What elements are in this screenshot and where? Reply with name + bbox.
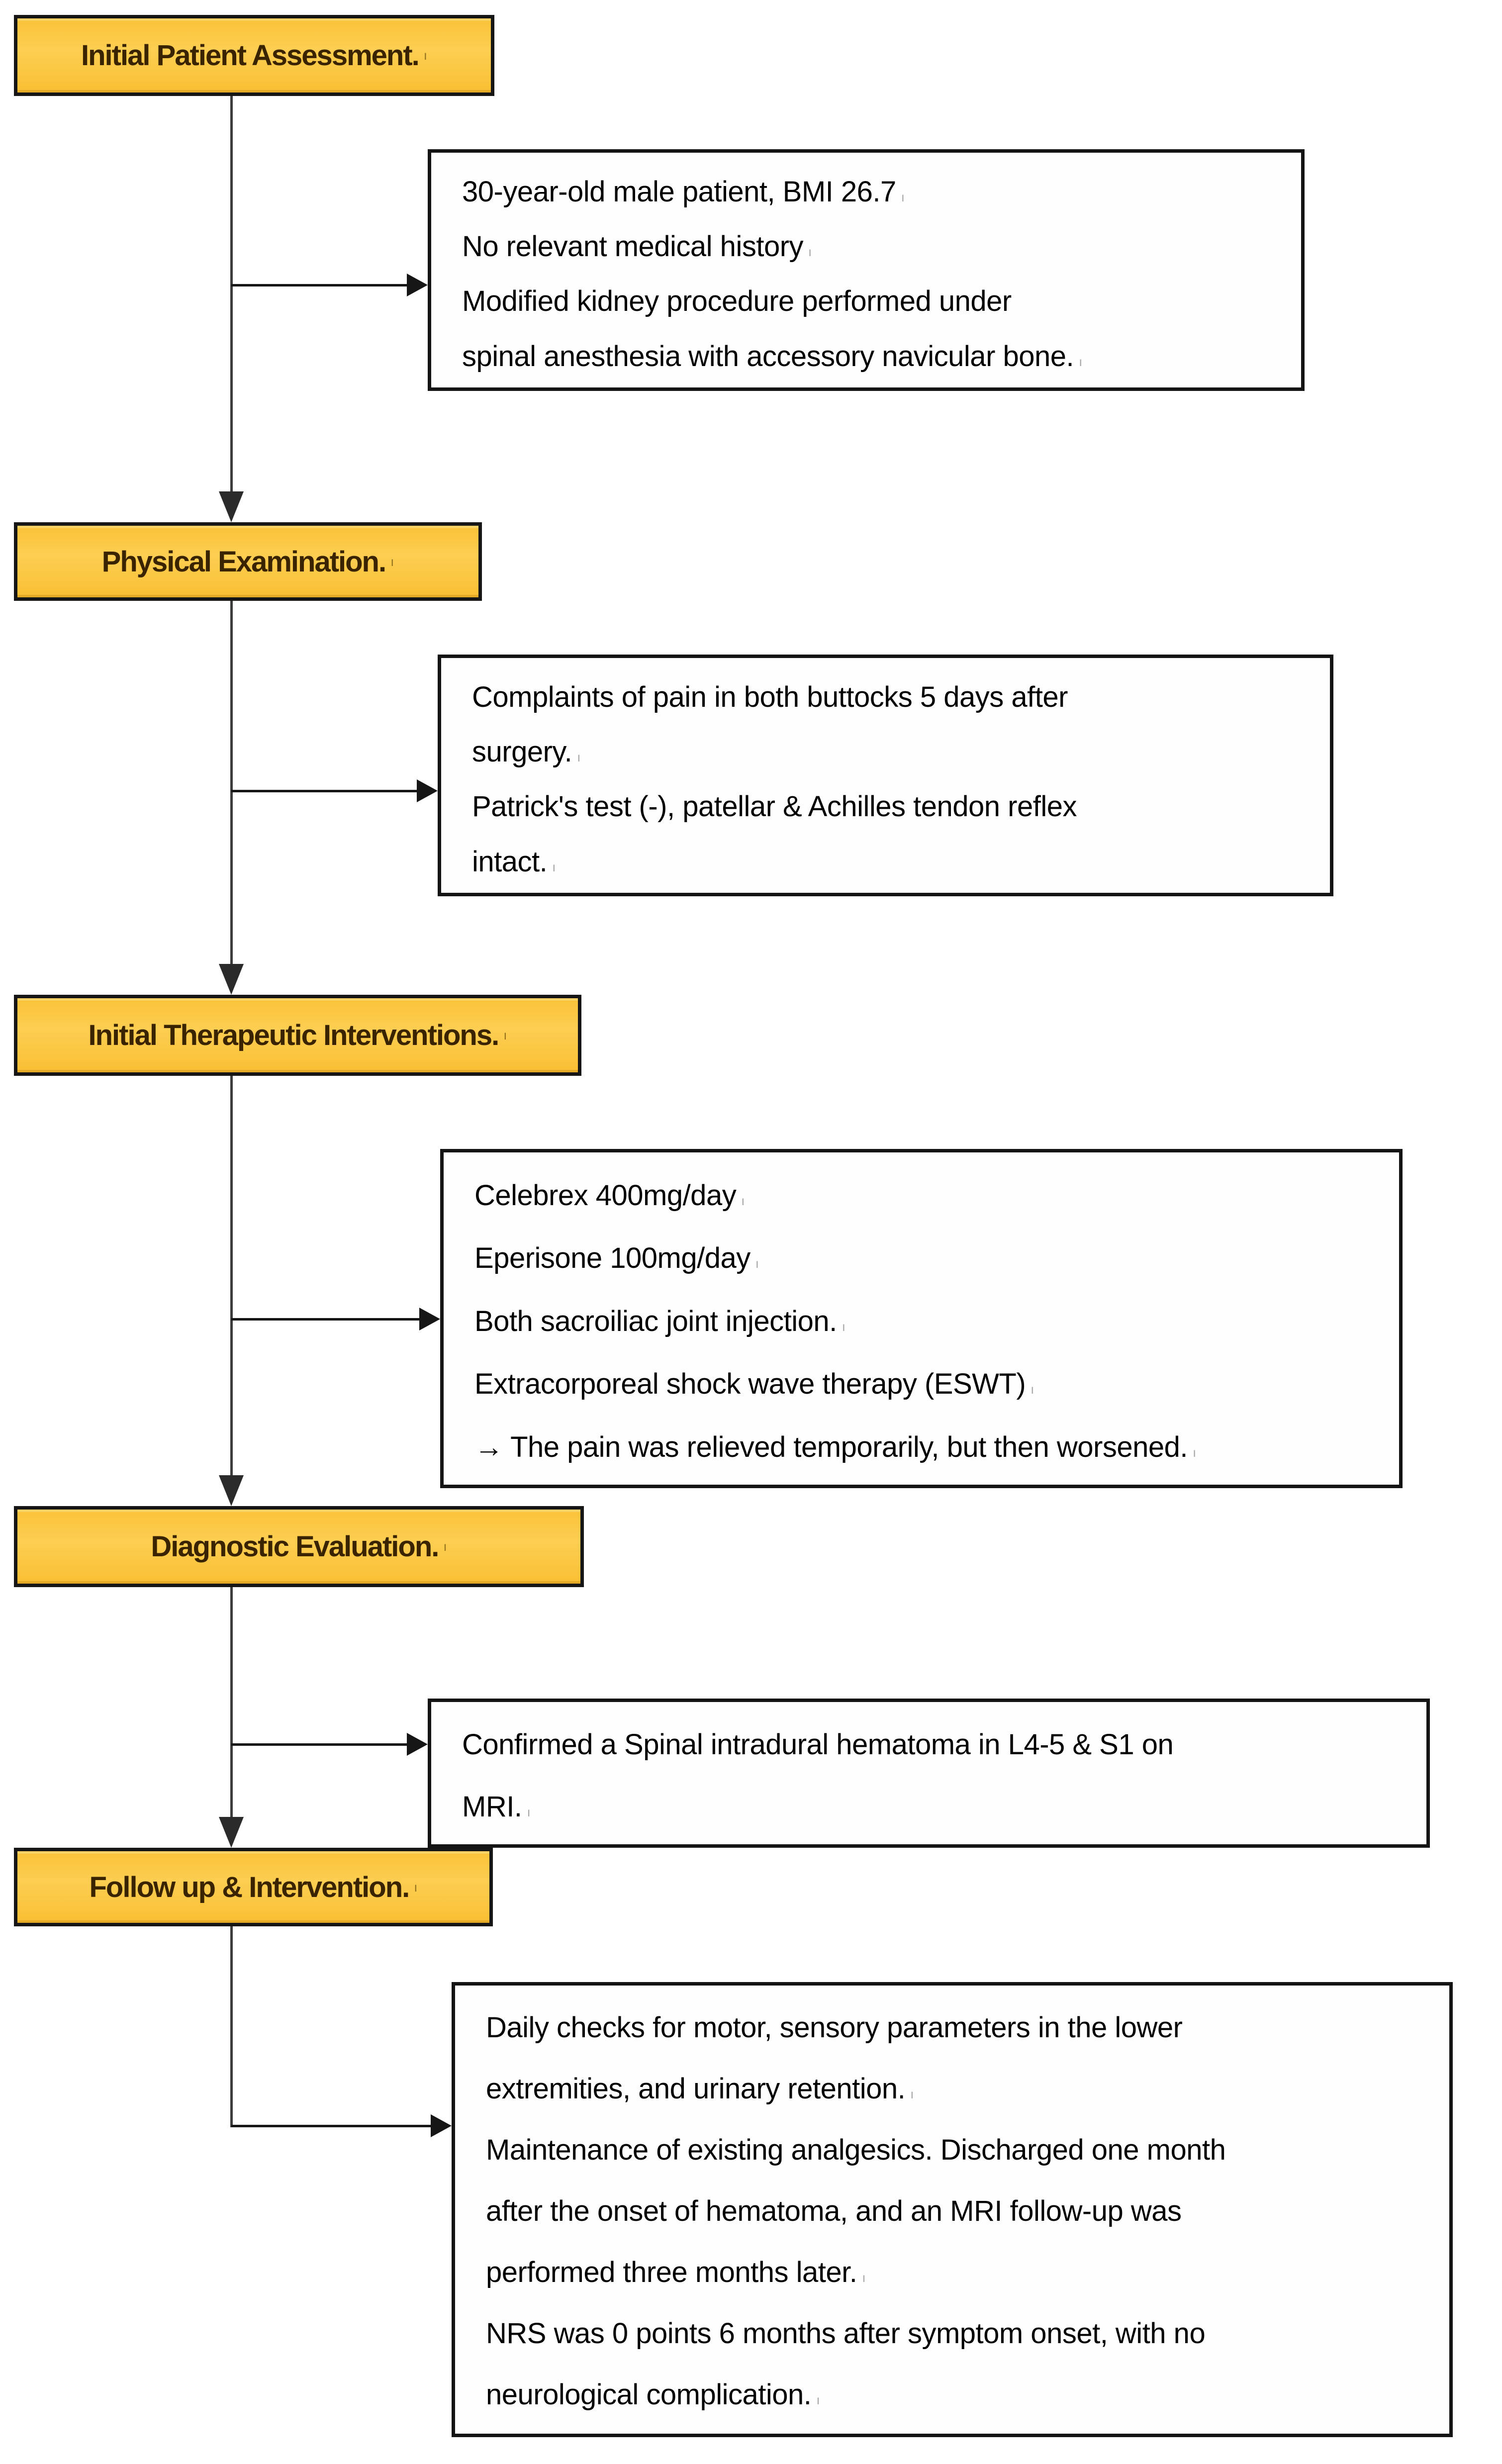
arrowhead-right-2-icon bbox=[417, 779, 438, 802]
paragraph-mark: ı bbox=[414, 1879, 418, 1895]
detail-box-follow-up-and-intervention: Daily checks for motor, sensory paramete… bbox=[452, 1982, 1453, 2437]
connector-hline-1 bbox=[231, 284, 409, 286]
paragraph-mark: ı bbox=[423, 48, 427, 63]
detail-paragraph: → The pain was relieved temporarily, but… bbox=[474, 1430, 1197, 1463]
detail-paragraph: Daily checks for motor, sensory paramete… bbox=[486, 2011, 1183, 2105]
arrowhead-down-4-icon bbox=[219, 1475, 244, 1506]
detail-paragraph: Both sacroiliac joint injection.ı bbox=[474, 1305, 845, 1337]
arrowhead-down-5-icon bbox=[219, 1817, 244, 1848]
detail-paragraph: Patrick's test (-), patellar & Achilles … bbox=[472, 790, 1077, 878]
detail-paragraph: Maintenance of existing analgesics. Disc… bbox=[486, 2133, 1226, 2288]
paragraph-mark: ı bbox=[577, 750, 581, 765]
detail-paragraph: Extracorporeal shock wave therapy (ESWT)… bbox=[474, 1368, 1034, 1401]
detail-paragraph: Complaints of pain in both buttocks 5 da… bbox=[472, 681, 1068, 768]
detail-paragraph: NRS was 0 points 6 months after symptom … bbox=[486, 2317, 1206, 2411]
stage-box-follow-up-and-intervention: Follow up & Intervention.ı bbox=[14, 1848, 493, 1926]
detail-paragraph: Modified kidney procedure performed unde… bbox=[462, 285, 1083, 373]
connector-hline-5 bbox=[231, 2125, 431, 2127]
paragraph-mark: ı bbox=[901, 190, 905, 204]
connector-vline-4 bbox=[230, 1587, 233, 1817]
paragraph-mark: ı bbox=[741, 1193, 745, 1208]
connector-hline-2 bbox=[231, 790, 418, 792]
paragraph-mark: ı bbox=[552, 859, 556, 874]
stage-box-physical-examination: Physical Examination. ı bbox=[14, 522, 482, 601]
stage-box-initial-patient-assessment: Initial Patient Assessment.ı bbox=[14, 15, 494, 96]
arrowhead-right-5-icon bbox=[431, 2114, 452, 2137]
detail-paragraph: Confirmed a Spinal intradural hematoma i… bbox=[462, 1728, 1174, 1823]
connector-vline-5 bbox=[230, 1926, 233, 2127]
paragraph-mark: ı bbox=[1193, 1444, 1197, 1460]
stage-box-initial-therapeutic-interventions: Initial Therapeutic Interventions.ı bbox=[14, 995, 581, 1076]
arrowhead-down-2-icon bbox=[219, 491, 244, 522]
connector-vline-3 bbox=[230, 1076, 233, 1475]
connector-hline-3 bbox=[231, 1318, 419, 1321]
detail-box-physical-examination: Complaints of pain in both buttocks 5 da… bbox=[438, 655, 1333, 896]
stage-label: Follow up & Intervention. bbox=[89, 1871, 410, 1903]
arrowhead-right-3-icon bbox=[419, 1308, 440, 1330]
paragraph-mark: ı bbox=[527, 1804, 531, 1819]
arrowhead-down-3-icon bbox=[219, 964, 244, 995]
paragraph-mark: ı bbox=[755, 1256, 759, 1271]
paragraph-mark: ı bbox=[503, 1028, 507, 1042]
paragraph-mark: ı bbox=[842, 1319, 845, 1334]
paragraph-mark: ı bbox=[910, 2086, 914, 2101]
paragraph-mark: ı bbox=[1079, 354, 1083, 369]
stage-label: Initial Therapeutic Interventions. bbox=[88, 1019, 500, 1051]
paragraph-mark: ı bbox=[390, 554, 394, 569]
connector-hline-4 bbox=[231, 1743, 407, 1746]
paragraph-mark: ı bbox=[862, 2270, 866, 2285]
paragraph-mark: ı bbox=[1031, 1382, 1034, 1397]
connector-vline-1 bbox=[230, 96, 233, 491]
stage-label: Diagnostic Evaluation. bbox=[151, 1530, 439, 1563]
stage-box-diagnostic-evaluation: Diagnostic Evaluation. ı bbox=[14, 1506, 584, 1587]
arrowhead-right-1-icon bbox=[407, 274, 428, 296]
paragraph-mark: ı bbox=[443, 1539, 447, 1554]
paragraph-mark: ı bbox=[808, 244, 812, 260]
stage-label: Physical Examination. bbox=[101, 545, 386, 578]
paragraph-mark: ı bbox=[816, 2392, 820, 2407]
stage-label: Initial Patient Assessment. bbox=[81, 39, 420, 72]
connector-vline-2 bbox=[230, 601, 233, 964]
arrowhead-right-4-icon bbox=[407, 1733, 428, 1756]
detail-box-diagnostic-evaluation: Confirmed a Spinal intradural hematoma i… bbox=[428, 1699, 1430, 1848]
